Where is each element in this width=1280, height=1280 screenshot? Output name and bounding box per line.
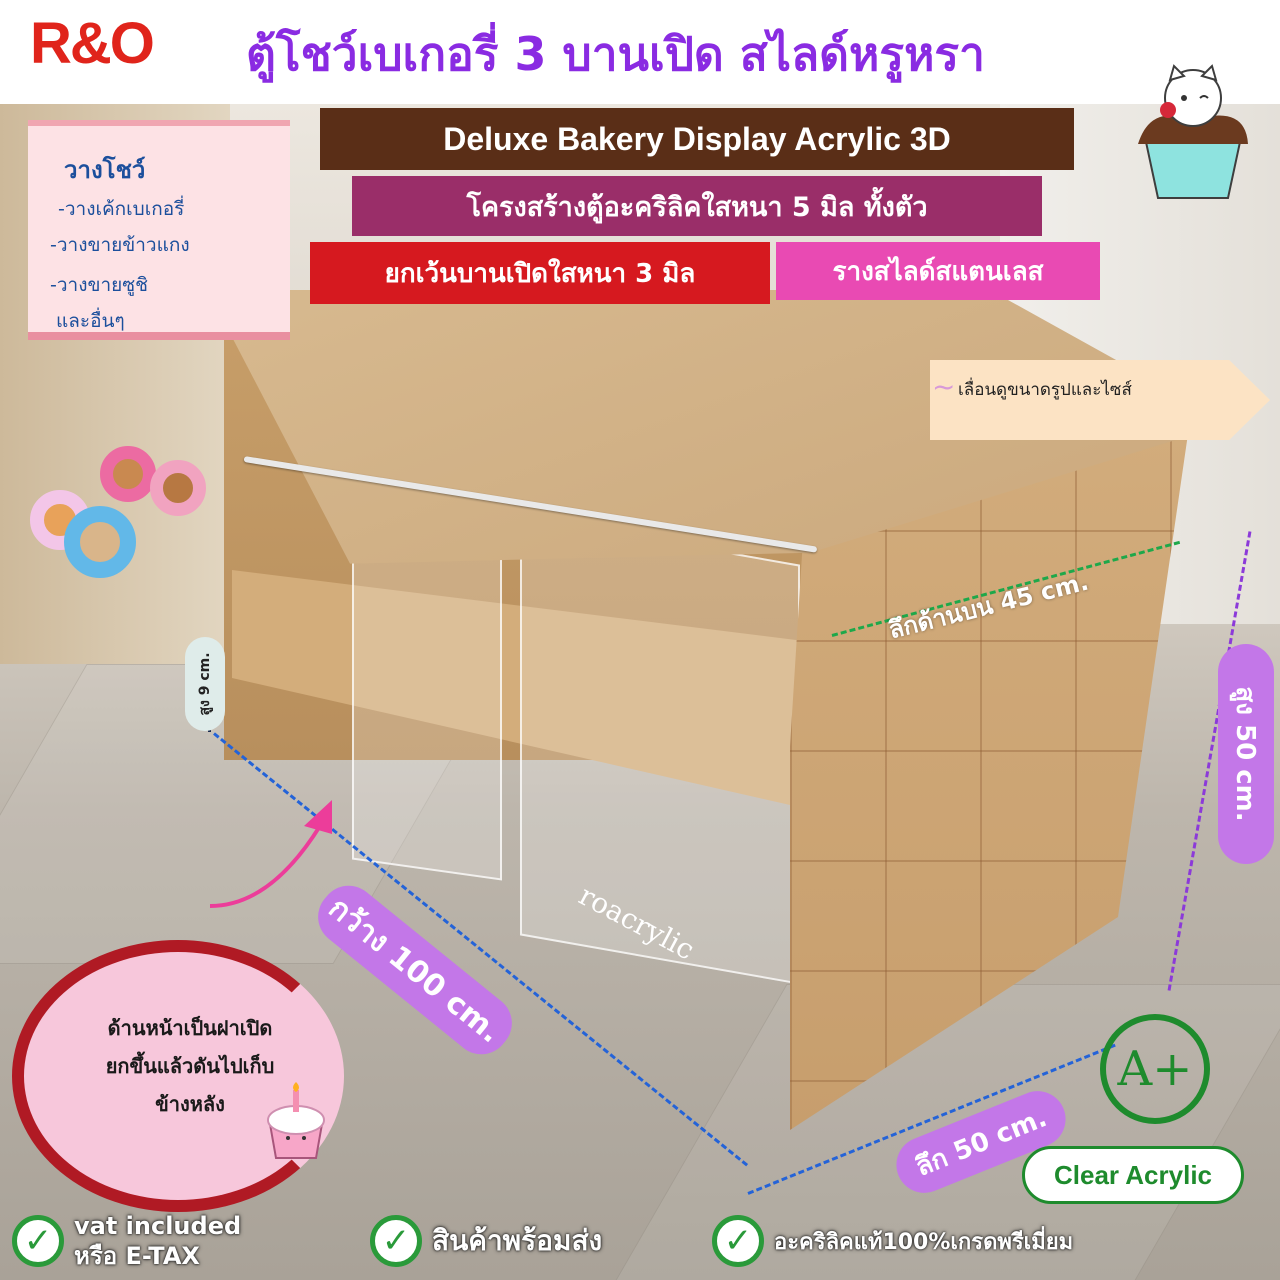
page-title: ตู้โชว์เบเกอรี่ 3 บานเปิด สไลด์หรูหรา bbox=[246, 27, 985, 81]
brand-logo: R&O bbox=[30, 11, 155, 76]
slide-hint-text: เลื่อนดูขนาดรูปและไซส์ bbox=[958, 380, 1132, 400]
feature-vat: ✓ vat included หรือ E-TAX bbox=[12, 1206, 241, 1276]
uses-item: และอื่นๆ bbox=[56, 310, 125, 332]
check-icon: ✓ bbox=[370, 1215, 422, 1267]
feature-ready-stock-text: สินค้าพร้อมส่ง bbox=[432, 1224, 603, 1257]
feature-ready-stock: ✓ สินค้าพร้อมส่ง bbox=[370, 1206, 602, 1276]
front-note-line: ยกขึ้นแล้วดันไปเก็บ bbox=[105, 1054, 275, 1078]
check-icon: ✓ bbox=[12, 1215, 64, 1267]
uses-item: -วางขายข้าวแกง bbox=[50, 234, 190, 256]
cupcake-cat-icon bbox=[1138, 64, 1248, 199]
height-label: สูง 50 cm. bbox=[1218, 644, 1274, 864]
swirl-icon: ~ bbox=[932, 370, 956, 403]
except-door-banner: ยกเว้นบานเปิดใสหนา 3 มิล bbox=[310, 242, 770, 304]
front-note-line: ด้านหน้าเป็นฝาเปิด bbox=[107, 1016, 273, 1040]
feature-vat-line2: หรือ E-TAX bbox=[74, 1242, 200, 1270]
header-bar: R&O ตู้โชว์เบเกอรี่ 3 บานเปิด สไลด์หรูหร… bbox=[0, 0, 1280, 104]
birthday-cupcake-icon bbox=[267, 1082, 325, 1159]
slide-hint-tag bbox=[930, 360, 1270, 440]
rail-banner: รางสไลด์สแตนเลส bbox=[776, 242, 1100, 300]
donut-icon bbox=[100, 446, 156, 502]
uses-item: -วางเค้กเบเกอรี่ bbox=[58, 198, 185, 220]
uses-title: วางโชว์ bbox=[64, 156, 146, 184]
material-badge: Clear Acrylic bbox=[1022, 1146, 1244, 1204]
feature-text: vat included หรือ E-TAX bbox=[74, 1211, 241, 1271]
pointer-arrow-icon bbox=[209, 800, 332, 908]
uses-item: -วางขายซูชิ bbox=[50, 274, 149, 296]
structure-banner: โครงสร้างตู้อะคริลิคใสหนา 5 มิล ทั้งตัว bbox=[352, 176, 1042, 236]
donut-icon bbox=[150, 460, 206, 516]
feature-premium-acrylic-text: อะคริลิคแท้100%เกรดพรีเมี่ยม bbox=[774, 1229, 1074, 1255]
check-icon: ✓ bbox=[712, 1215, 764, 1267]
feature-vat-line1: vat included bbox=[74, 1212, 242, 1240]
front-note-line: ข้างหลัง bbox=[155, 1092, 225, 1116]
product-name-banner: Deluxe Bakery Display Acrylic 3D bbox=[320, 108, 1074, 170]
feature-premium-acrylic: ✓ อะคริลิคแท้100%เกรดพรีเมี่ยม bbox=[712, 1206, 1073, 1276]
front-height-label: สูง 9 cm. bbox=[185, 637, 225, 731]
uses-box: วางโชว์ -วางเค้กเบเกอรี่ -วางขายข้าวแกง … bbox=[28, 120, 290, 340]
donut-icon bbox=[64, 506, 136, 578]
front-note-circle: ด้านหน้าเป็นฝาเปิด ยกขึ้นแล้วดันไปเก็บ ข… bbox=[12, 940, 344, 1212]
glass-door-2 bbox=[520, 515, 800, 985]
grade-badge: A+ bbox=[1100, 1014, 1210, 1124]
